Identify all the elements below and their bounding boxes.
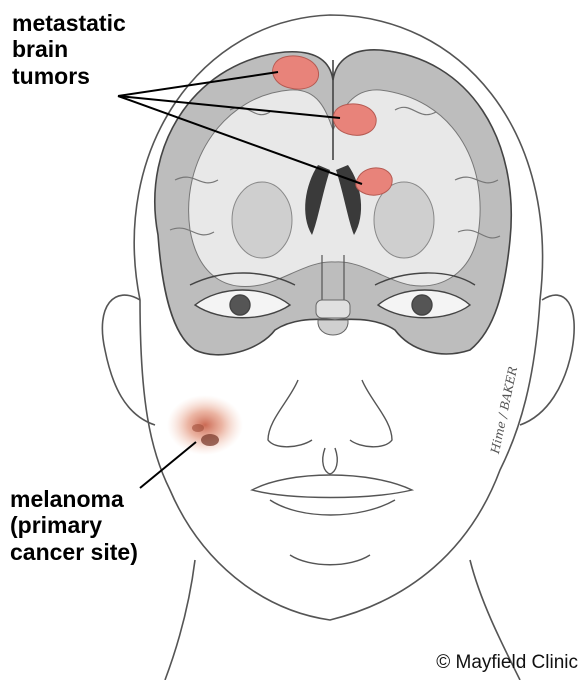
- label-line: melanoma: [10, 486, 230, 512]
- metastatic-brain-tumors-label: metastatic brain tumors: [12, 10, 192, 89]
- label-line: (primary: [10, 512, 230, 538]
- label-line: brain: [12, 36, 192, 62]
- copyright-text: © Mayfield Clinic: [436, 652, 578, 674]
- label-line: cancer site): [10, 539, 230, 565]
- melanoma-label: melanoma (primary cancer site): [10, 486, 230, 565]
- leader-melanoma: [140, 442, 196, 488]
- face-features: [252, 380, 412, 565]
- label-line: metastatic: [12, 10, 192, 36]
- label-line: tumors: [12, 63, 192, 89]
- melanoma-lesion: [167, 395, 243, 455]
- tumor-2: [333, 104, 376, 135]
- tumor-1: [273, 56, 319, 89]
